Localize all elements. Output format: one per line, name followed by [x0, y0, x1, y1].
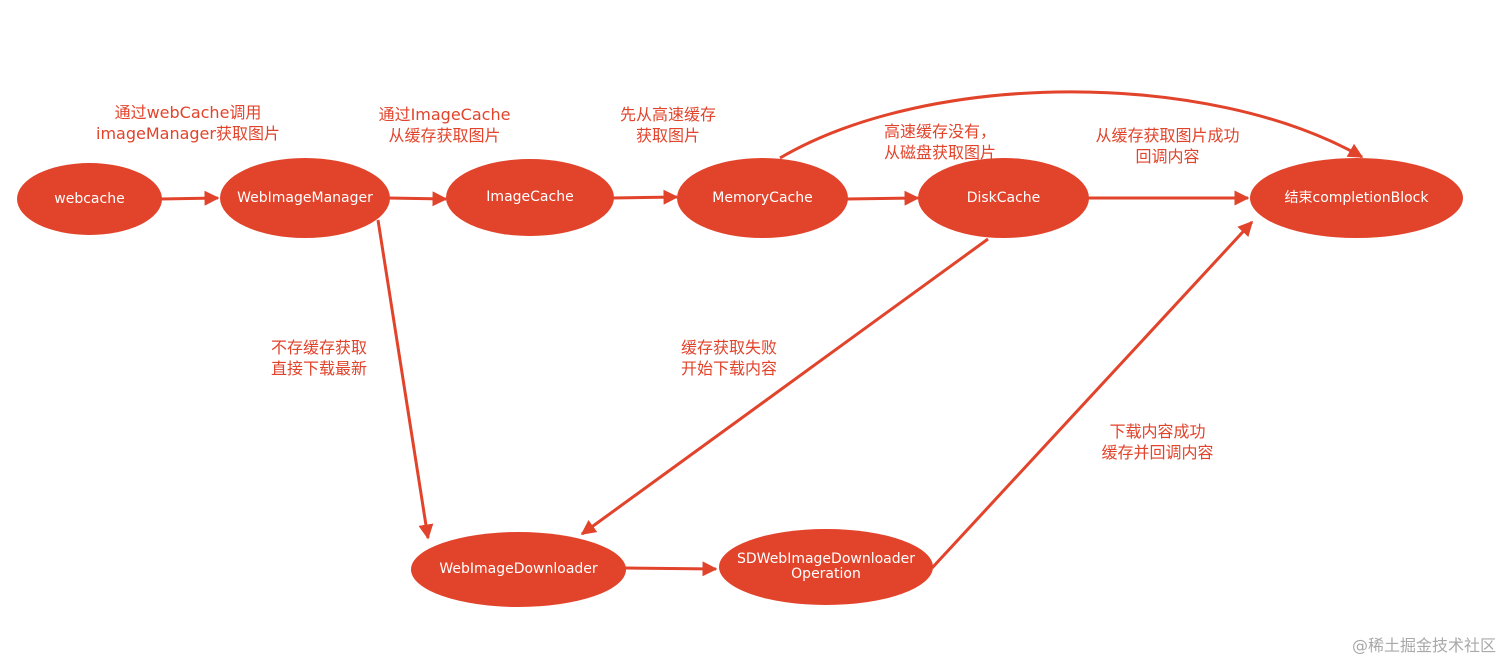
label-cache-success-line2: 回调内容 [1135, 147, 1200, 166]
label-from-memory-line1: 先从高速缓存 [619, 105, 716, 124]
label-via-imagecache: 通过ImageCache 从缓存获取图片 [362, 104, 527, 146]
node-webcache: webcache [17, 163, 162, 235]
label-no-cache-line1: 不存缓存获取 [270, 338, 367, 357]
label-via-imagecache-line2: 从缓存获取图片 [388, 126, 501, 145]
node-webcache-label: webcache [54, 190, 125, 207]
label-from-disk-line2: 从磁盘获取图片 [883, 143, 996, 162]
label-via-imagecache-line1: 通过ImageCache [378, 105, 511, 124]
watermark: @稀土掘金技术社区 [1351, 636, 1496, 655]
node-completion-label: 结束completionBlock [1284, 189, 1429, 206]
edge-memorycache-to-diskcache [845, 190, 920, 206]
node-downloader: WebImageDownloader [411, 532, 626, 607]
edge-webcache-to-manager [159, 190, 220, 206]
label-via-webcache-line1: 通过webCache调用 [114, 103, 262, 122]
node-operation-label-line1: SDWebImageDownloader [737, 551, 915, 567]
edge-operation-to-completion [930, 220, 1254, 570]
label-cache-fail-line2: 开始下载内容 [680, 359, 777, 378]
label-via-webcache: 通过webCache调用 imageManager获取图片 [83, 102, 293, 144]
label-cache-fail: 缓存获取失败 开始下载内容 [667, 337, 791, 379]
node-memorycache: MemoryCache [677, 158, 848, 238]
label-from-disk-line1: 高速缓存没有， [883, 122, 996, 141]
label-via-webcache-line2: imageManager获取图片 [96, 124, 280, 143]
label-cache-fail-line1: 缓存获取失败 [680, 338, 777, 357]
node-diskcache: DiskCache [918, 158, 1089, 238]
label-download-success-line2: 缓存并回调内容 [1101, 443, 1214, 462]
label-from-memory-line2: 获取图片 [635, 126, 700, 145]
edge-downloader-to-operation [624, 561, 718, 577]
node-imagecache: ImageCache [446, 159, 614, 236]
label-from-memory: 先从高速缓存 获取图片 [608, 104, 728, 146]
edge-manager-to-downloader [376, 219, 434, 540]
edge-imagecache-to-memorycache [611, 189, 679, 205]
label-no-cache-line2: 直接下载最新 [270, 359, 367, 378]
edge-memorycache-to-completion-curve [779, 90, 1364, 160]
node-downloader-label: WebImageDownloader [439, 561, 598, 577]
label-from-disk: 高速缓存没有， 从磁盘获取图片 [870, 121, 1010, 163]
node-operation: SDWebImageDownloader Operation [719, 529, 933, 605]
node-completion: 结束completionBlock [1250, 158, 1463, 238]
node-webimagemanager: WebImageManager [220, 158, 390, 238]
edge-diskcache-to-downloader [580, 237, 989, 536]
label-download-success: 下载内容成功 缓存并回调内容 [1090, 421, 1225, 463]
label-download-success-line1: 下载内容成功 [1109, 422, 1206, 441]
label-cache-success-line1: 从缓存获取图片成功 [1095, 126, 1240, 145]
node-operation-label-line2: Operation [791, 566, 861, 582]
node-memorycache-label: MemoryCache [712, 189, 813, 206]
label-no-cache: 不存缓存获取 直接下载最新 [258, 337, 380, 379]
edge-manager-to-imagecache [387, 191, 448, 207]
node-webimagemanager-label: WebImageManager [237, 189, 373, 206]
label-cache-success: 从缓存获取图片成功 回调内容 [1080, 125, 1255, 167]
node-imagecache-label: ImageCache [486, 189, 574, 205]
node-diskcache-label: DiskCache [966, 189, 1041, 206]
